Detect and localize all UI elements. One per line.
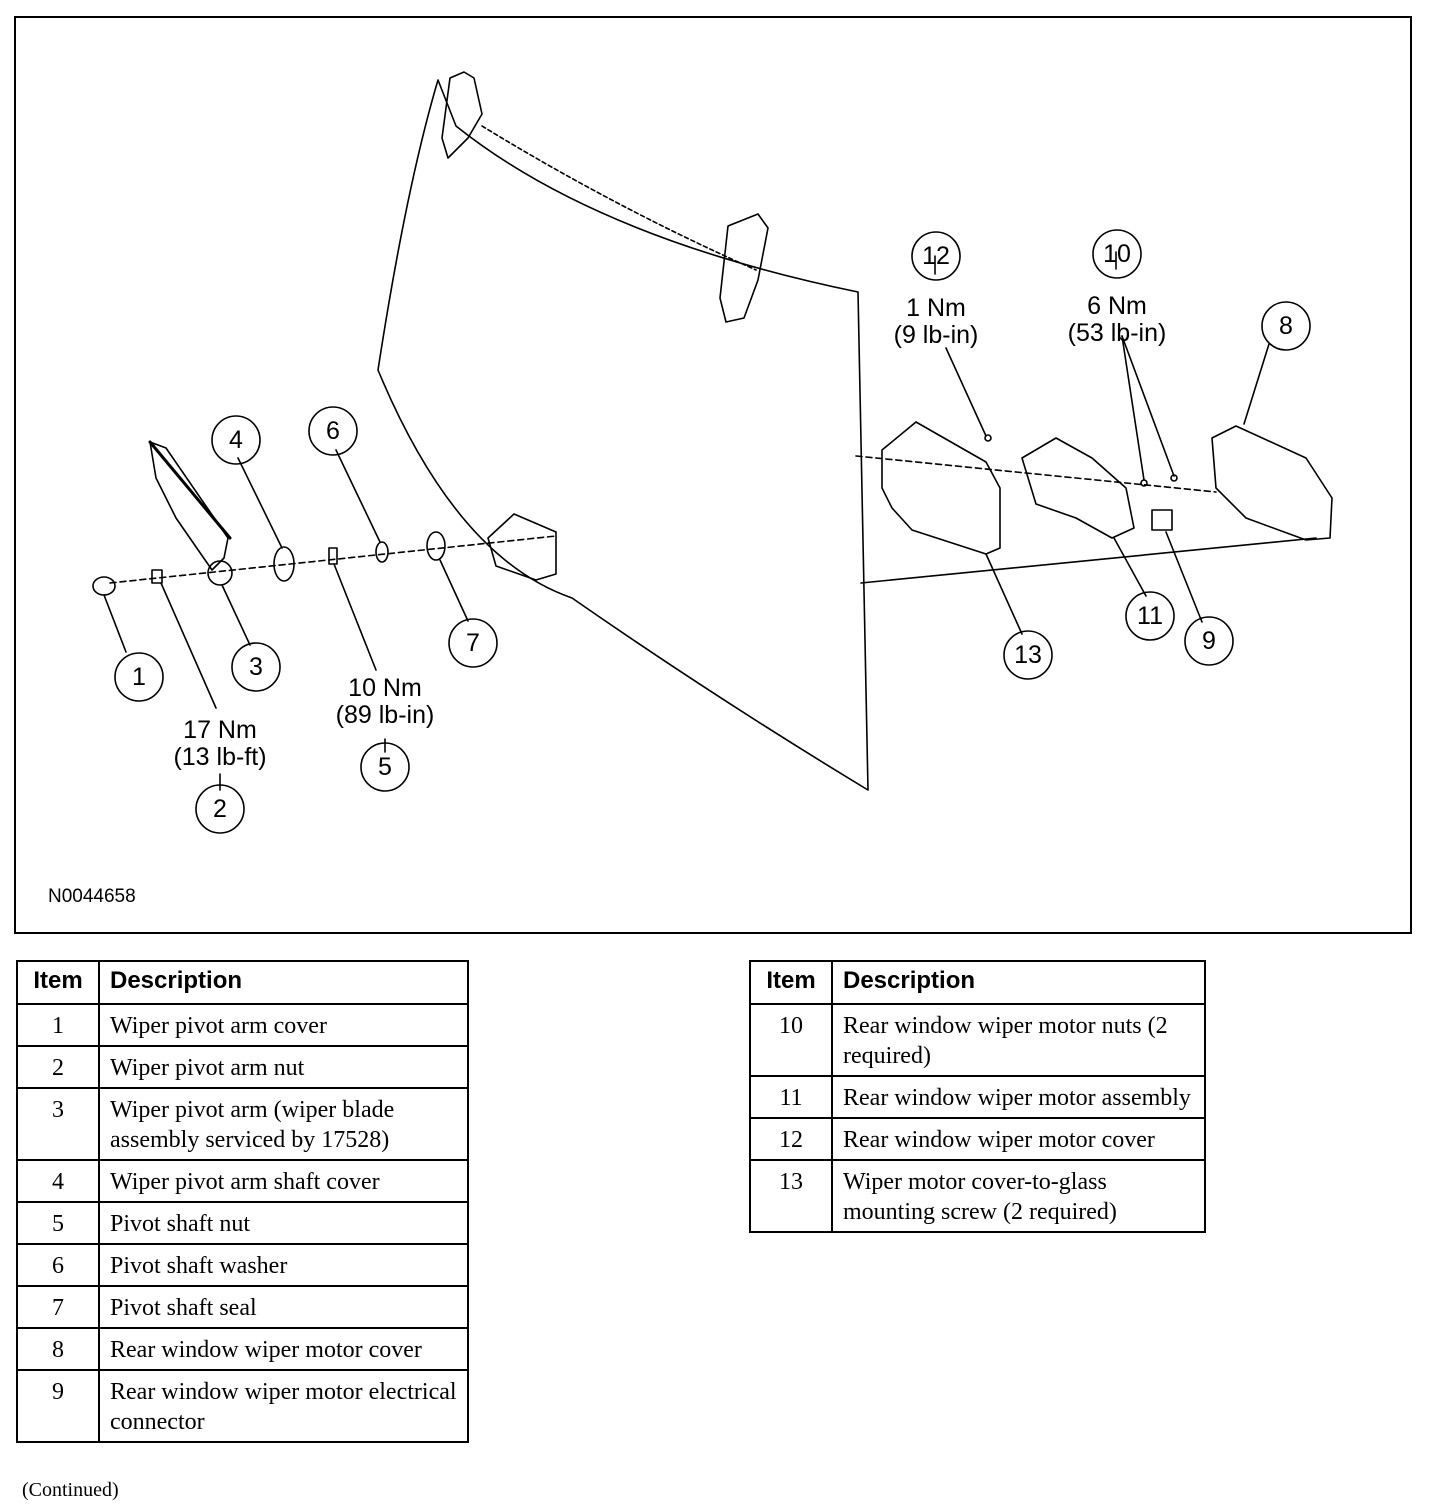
callout-12: 12 [922, 242, 950, 270]
item-description: Rear window wiper motor assembly [831, 1075, 1206, 1119]
torque-10-metric: 6 Nm [1087, 292, 1147, 320]
wiper-blade-on-glass [481, 125, 757, 271]
callout-7: 7 [466, 629, 480, 657]
callout-10: 10 [1103, 240, 1131, 268]
seal-shape [426, 531, 446, 561]
item-description: Wiper pivot arm cover [98, 1003, 469, 1047]
item-description: Rear window wiper motor electrical conne… [98, 1369, 469, 1443]
torque-5-imperial: (89 lb-in) [336, 701, 435, 729]
item-column-header: Item [749, 960, 833, 1005]
torque-2-metric: 17 Nm [183, 716, 257, 744]
glass-mount-cover-shape [881, 421, 1001, 555]
glass-upper-bracket [441, 71, 483, 159]
rear-window-glass [377, 79, 869, 791]
callout-3: 3 [249, 653, 263, 681]
item-description: Pivot shaft seal [98, 1285, 469, 1329]
cover-screw-shape [984, 434, 992, 442]
washer-shape [375, 541, 389, 563]
pivot-axis-line [109, 535, 557, 584]
item-number: 4 [16, 1159, 100, 1203]
item-number: 13 [749, 1159, 833, 1233]
wiper-blade-strip [148, 440, 232, 540]
pivot-arm-cover-shape [92, 576, 116, 596]
item-description: Pivot shaft nut [98, 1201, 469, 1245]
item-description: Wiper pivot arm shaft cover [98, 1159, 469, 1203]
description-column-header: Description [98, 960, 469, 1005]
item-number: 11 [749, 1075, 833, 1119]
item-number: 1 [16, 1003, 100, 1047]
table-header-row: Item Description [16, 960, 469, 1005]
callout-4: 4 [229, 426, 243, 454]
item-description: Rear window wiper motor nuts (2 required… [831, 1003, 1206, 1077]
shaft-cover-shape [273, 546, 295, 582]
item-number: 9 [16, 1369, 100, 1443]
callout-2: 2 [213, 795, 227, 823]
torque-2-imperial: (13 lb-ft) [173, 743, 266, 771]
pivot-arm-hub [207, 560, 233, 586]
wiper-arm [149, 441, 229, 571]
callout-6: 6 [326, 417, 340, 445]
torque-10-imperial: (53 lb-in) [1068, 319, 1167, 347]
pivot-nut-shape [151, 569, 163, 584]
item-description: Wiper pivot arm nut [98, 1045, 469, 1089]
item-number: 5 [16, 1201, 100, 1245]
callout-8: 8 [1279, 312, 1293, 340]
pivot-housing [487, 513, 557, 581]
item-column-header: Item [16, 960, 100, 1005]
callout-1: 1 [132, 663, 146, 691]
torque-12-metric: 1 Nm [906, 294, 966, 322]
shaft-nut-shape [328, 547, 338, 565]
item-number: 10 [749, 1003, 833, 1077]
item-number: 6 [16, 1243, 100, 1287]
continued-note: (Continued) [22, 1479, 119, 1501]
glass-wiper-blade-holder [719, 213, 769, 323]
item-number: 2 [16, 1045, 100, 1089]
callout-13: 13 [1014, 641, 1042, 669]
callout-9: 9 [1202, 627, 1216, 655]
item-number: 12 [749, 1117, 833, 1161]
item-number: 3 [16, 1087, 100, 1161]
figure-id: N0044658 [48, 886, 136, 907]
torque-12-imperial: (9 lb-in) [894, 321, 979, 349]
item-description: Rear window wiper motor cover [831, 1117, 1206, 1161]
item-number: 8 [16, 1327, 100, 1371]
item-description: Wiper motor cover-to-glass mounting scre… [831, 1159, 1206, 1233]
torque-5-metric: 10 Nm [348, 674, 422, 702]
table-header-row: Item Description [749, 960, 1206, 1005]
motor-axis-line-top [855, 455, 1217, 493]
item-description: Wiper pivot arm (wiper blade assembly se… [98, 1087, 469, 1161]
callout-5: 5 [378, 753, 392, 781]
diagram-drawing: 1 2 3 4 5 6 7 8 9 10 11 12 13 17 Nm (13 … [48, 71, 1333, 907]
wiper-motor-shape [1021, 437, 1135, 539]
description-column-header: Description [831, 960, 1206, 1005]
item-number: 7 [16, 1285, 100, 1329]
item-description: Pivot shaft washer [98, 1243, 469, 1287]
exploded-view-diagram: 1 2 3 4 5 6 7 8 9 10 11 12 13 17 Nm (13 … [14, 16, 1412, 934]
callout-11: 11 [1137, 602, 1163, 630]
motor-axis-line-bottom [860, 537, 1317, 584]
item-description: Rear window wiper motor cover [98, 1327, 469, 1371]
motor-cover-shape [1211, 425, 1333, 541]
connector-shape [1151, 509, 1173, 531]
